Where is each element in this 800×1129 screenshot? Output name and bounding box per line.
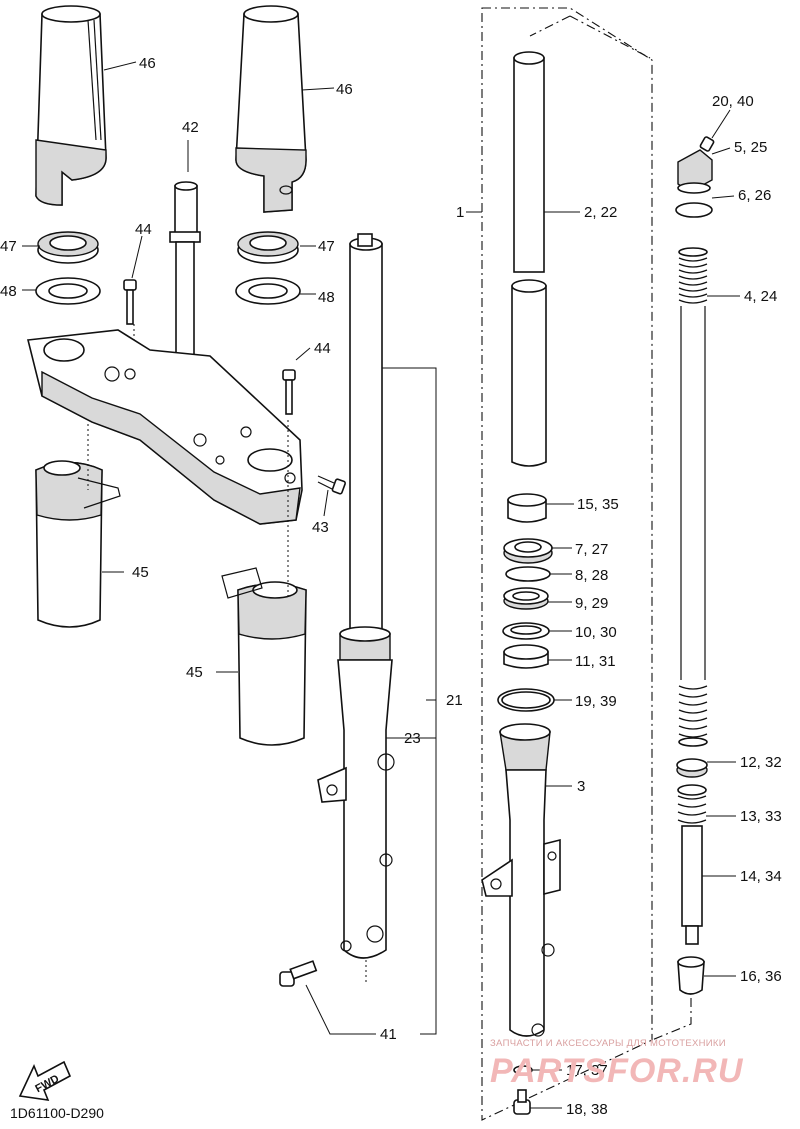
- callout-2-22: 2, 22: [584, 204, 617, 221]
- callout-20-40: 20, 40: [712, 93, 754, 110]
- callout-45-right: 45: [186, 664, 203, 681]
- callout-44-right: 44: [314, 340, 331, 357]
- washer-47-left: [37, 231, 99, 264]
- callout-1: 1: [456, 204, 464, 221]
- callout-16-36: 16, 36: [740, 968, 782, 985]
- outer-tube: [481, 723, 561, 1037]
- bushing-15: [507, 493, 547, 523]
- watermark-tagline: ЗАПЧАСТИ И АКСЕССУАРЫ ДЛЯ МОТОТЕХНИКИ: [490, 1038, 726, 1049]
- fork-cover-lower-left: [35, 460, 121, 628]
- callout-48-left: 48: [0, 283, 17, 300]
- callout-47-left: 47: [0, 238, 17, 255]
- callout-18-38: 18, 38: [566, 1101, 608, 1118]
- callout-11-31: 11, 31: [575, 653, 616, 670]
- spring-seat-12: [676, 758, 708, 778]
- callout-9-29: 9, 29: [575, 595, 608, 612]
- o-ring-6: [675, 202, 713, 218]
- bushing-10: [502, 622, 550, 640]
- oil-seal-7: [503, 538, 553, 564]
- callout-5-25: 5, 25: [734, 139, 767, 156]
- bolt-44-left: [123, 279, 137, 325]
- taper-spindle-16: [677, 956, 705, 995]
- callout-43: 43: [312, 519, 329, 536]
- fwd-arrow-icon: FWD: [18, 1060, 72, 1101]
- callout-7-27: 7, 27: [575, 541, 608, 558]
- callout-15-35: 15, 35: [577, 496, 619, 513]
- callout-48-right: 48: [318, 289, 335, 306]
- callout-46-right: 46: [336, 81, 353, 98]
- fork-cover-upper-right: [235, 5, 307, 213]
- air-valve-20: [699, 136, 715, 152]
- washer-48-right: [235, 277, 301, 305]
- callout-10-30: 10, 30: [575, 624, 617, 641]
- callout-6-26: 6, 26: [738, 187, 771, 204]
- callout-19-39: 19, 39: [575, 693, 617, 710]
- cap-bolt-5: [677, 149, 713, 194]
- lower-bracket: [27, 329, 303, 525]
- fork-cover-lower-right: [221, 567, 307, 746]
- damper-rod-13: [677, 784, 707, 945]
- bolt-18: [513, 1089, 531, 1115]
- watermark-brand: PARTSFOR.RU: [490, 1052, 744, 1090]
- callout-3: 3: [577, 778, 585, 795]
- fork-assembly-21: [317, 233, 395, 959]
- bolt-43: [317, 475, 346, 495]
- ring-19: [497, 688, 555, 712]
- washer-48-left: [35, 277, 101, 305]
- assembly-boundary-1: [481, 7, 653, 1121]
- callout-47-right: 47: [318, 238, 335, 255]
- fork-spring-4: [678, 247, 708, 747]
- bolt-44-right: [282, 369, 296, 415]
- clip-8: [505, 566, 551, 582]
- diagram-code: 1D61100-D290: [10, 1105, 104, 1121]
- bushing-11: [503, 644, 549, 669]
- callout-8-28: 8, 28: [575, 567, 608, 584]
- callout-4-24: 4, 24: [744, 288, 777, 305]
- callout-45-left: 45: [132, 564, 149, 581]
- watermark: ЗАПЧАСТИ И АКСЕССУАРЫ ДЛЯ МОТОТЕХНИКИ PA…: [490, 1038, 744, 1090]
- callout-21: 21: [446, 692, 463, 709]
- callout-12-32: 12, 32: [740, 754, 782, 771]
- leader-lines: [22, 61, 740, 1109]
- callout-14-34: 14, 34: [740, 868, 782, 885]
- callout-13-33: 13, 33: [740, 808, 782, 825]
- callout-labels: 46 46 42 44 47 48 47 48 44 43 45 45 21 2…: [0, 55, 782, 1118]
- callout-44-left: 44: [135, 221, 152, 238]
- washer-47-right: [237, 231, 299, 264]
- inner-tube: [511, 51, 547, 467]
- callout-42: 42: [182, 119, 199, 136]
- fork-cover-upper-left: [35, 5, 107, 206]
- callout-23: 23: [404, 730, 421, 747]
- callout-41: 41: [380, 1026, 397, 1043]
- callout-46-left: 46: [139, 55, 156, 72]
- callout-17-37: 17, 37: [566, 1062, 608, 1079]
- washer-9: [503, 587, 549, 610]
- bolt-41: [279, 960, 318, 987]
